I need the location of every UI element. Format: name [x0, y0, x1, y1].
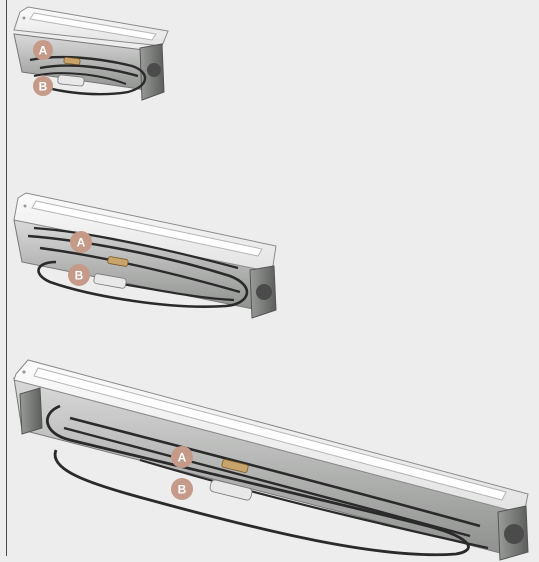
luminaire-long: A B — [13, 359, 529, 561]
luminaire-medium: A B — [13, 192, 277, 319]
cable-loop — [27, 234, 249, 308]
cable-run — [39, 64, 139, 78]
frame-left-border — [6, 0, 7, 556]
connector-b-part — [57, 74, 85, 87]
callout-a-label: A — [39, 44, 48, 58]
callout-b-badge: B — [68, 264, 90, 286]
callout-b-badge: B — [171, 478, 193, 500]
callout-b-badge: B — [33, 76, 53, 96]
callout-a-label: A — [77, 236, 86, 250]
connector-a-part — [107, 256, 129, 267]
lens-slot — [33, 367, 507, 501]
cable-run-2 — [33, 226, 239, 270]
connector-b-part — [209, 479, 253, 501]
callout-b-label: B — [178, 483, 187, 497]
cable-run-2 — [63, 426, 471, 538]
connector-b-part — [93, 273, 127, 289]
connector-a-part — [221, 458, 249, 474]
cable-run — [39, 246, 241, 294]
cable-loop — [29, 55, 147, 96]
cable-gland-icon — [256, 284, 272, 300]
cable-gland-icon — [504, 524, 524, 544]
lens-slot — [29, 12, 157, 41]
callout-b-label: B — [39, 80, 48, 94]
callout-a-badge: A — [33, 40, 53, 60]
cable-run-3 — [139, 458, 489, 550]
cable-run — [69, 416, 481, 528]
callout-a-badge: A — [171, 446, 193, 468]
end-cap-left — [19, 387, 43, 435]
lens-slot — [31, 200, 263, 257]
cable-loop — [45, 404, 470, 557]
luminaire-small: A B — [13, 6, 169, 101]
screw-icon — [22, 16, 26, 20]
callout-b-label: B — [75, 269, 84, 283]
callout-a-badge: A — [70, 231, 92, 253]
callout-a-label: A — [178, 451, 187, 465]
screw-icon — [22, 370, 26, 374]
connector-a-part — [63, 56, 81, 66]
cable-run-2 — [33, 72, 127, 85]
screw-icon — [23, 204, 27, 208]
cable-gland-icon — [147, 63, 161, 77]
